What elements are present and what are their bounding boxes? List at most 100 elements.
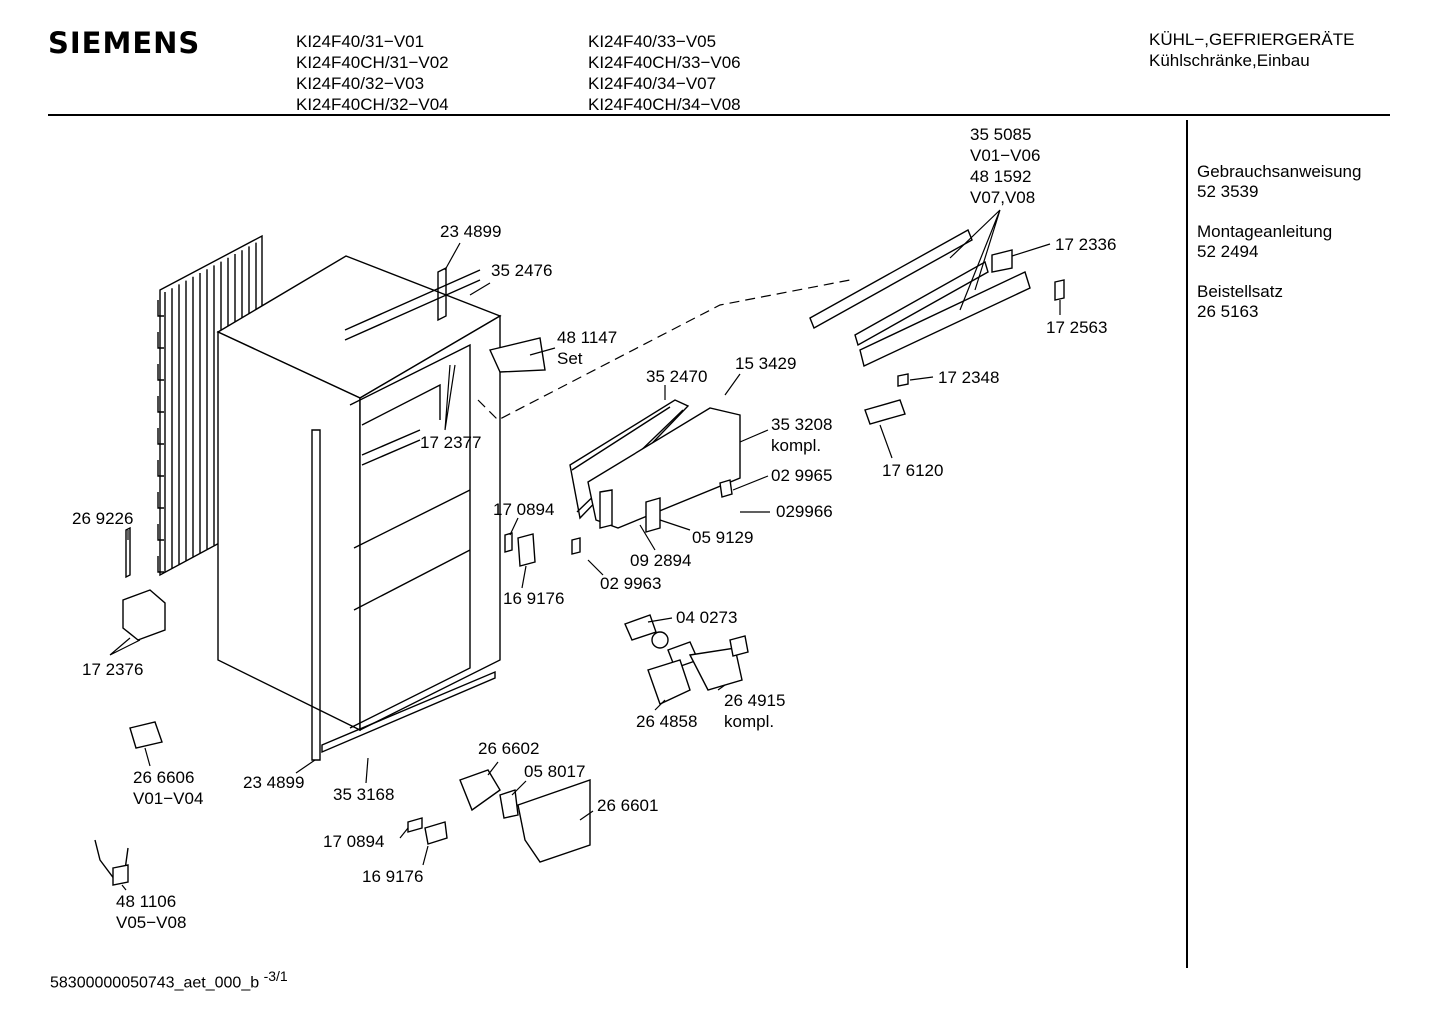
doc-number: 52 2494	[1197, 242, 1259, 261]
rail-illustration	[809, 229, 1065, 425]
part-number-label: 35 3168	[333, 785, 394, 804]
part-number-line: Set	[557, 349, 583, 368]
cabinet-illustration	[216, 255, 502, 761]
leader-lines	[109, 209, 1061, 891]
part-number-label: 17 2336	[1055, 235, 1116, 254]
part-number-line: 17 2348	[938, 368, 999, 387]
part-number-label: 17 2377	[420, 433, 481, 452]
part-number-label: 05 9129	[692, 528, 753, 547]
part-number-label: 26 4858	[636, 712, 697, 731]
part-number-line: 48 1592	[970, 167, 1031, 186]
category-title: KÜHL−,GEFRIERGERÄTE	[1149, 30, 1355, 49]
part-number-label: 26 4915 kompl.	[724, 691, 785, 731]
doc-number: 26 5163	[1197, 302, 1259, 321]
part-number-line: 35 2476	[491, 261, 552, 280]
part-number-line: 16 9176	[503, 589, 564, 608]
part-number-line: 09 2894	[630, 551, 691, 570]
doc-entry-installation: Montageanleitung 52 2494	[1197, 222, 1332, 262]
part-number-line: 16 9176	[362, 867, 423, 886]
part-number-label: 15 3429	[735, 354, 796, 373]
part-number-line: 35 5085	[970, 125, 1031, 144]
sidebar-divider	[1186, 120, 1188, 968]
part-number-line: 48 1106	[116, 892, 176, 911]
doc-entry-manual: Gebrauchsanweisung 52 3539	[1197, 162, 1361, 202]
part-number-line: kompl.	[724, 712, 774, 731]
part-number-line: 48 1147	[557, 328, 617, 347]
part-number-line: 02 9965	[771, 466, 832, 485]
drawing-code: 58300000050743_aet_000_b	[50, 974, 260, 992]
door-illustration	[569, 399, 741, 533]
model-list-col2: KI24F40/33−V05 KI24F40CH/33−V06 KI24F40/…	[588, 31, 741, 115]
part-number-line: 26 6602	[478, 739, 539, 758]
part-number-line: 26 6606	[133, 768, 194, 787]
part-number-line: 15 3429	[735, 354, 796, 373]
footer-code: 58300000050743_aet_000_b -3/1	[50, 968, 288, 992]
part-number-label: 17 2563	[1046, 318, 1107, 337]
part-number-line: V01−V06	[970, 146, 1040, 165]
part-number-label: 17 6120	[882, 461, 943, 480]
model-item: KI24F40/32−V03	[296, 74, 425, 93]
part-number-label: 17 2348	[938, 368, 999, 387]
doc-title: Montageanleitung	[1197, 222, 1333, 241]
part-number-line: 17 6120	[882, 461, 943, 480]
doc-title: Beistellsatz	[1197, 282, 1283, 301]
part-number-label: 029966	[776, 502, 833, 521]
part-number-label: 16 9176	[503, 589, 564, 608]
part-number-line: 05 9129	[692, 528, 753, 547]
part-number-line: 17 0894	[493, 500, 554, 519]
part-number-label: 23 4899	[243, 773, 304, 792]
part-number-line: 02 9963	[600, 574, 661, 593]
small-parts-illustration	[94, 337, 749, 886]
part-number-label: 26 6602	[478, 739, 539, 758]
part-number-label: 35 2470	[646, 367, 707, 386]
part-number-line: V01−V04	[133, 789, 203, 808]
part-number-label: 02 9965	[771, 466, 832, 485]
model-item: KI24F40CH/31−V02	[296, 53, 449, 72]
part-number-line: V07,V08	[970, 188, 1035, 207]
model-item: KI24F40/31−V01	[296, 32, 425, 51]
model-item: KI24F40/34−V07	[588, 74, 717, 93]
part-number-label: 26 9226	[72, 509, 133, 528]
part-number-line: 17 2376	[82, 660, 143, 679]
part-number-line: 26 6601	[597, 796, 658, 815]
part-number-label: 35 3208 kompl.	[771, 415, 832, 455]
header-divider	[48, 114, 1390, 116]
part-number-line: 26 9226	[72, 509, 133, 528]
model-item: KI24F40/33−V05	[588, 32, 717, 51]
brand-logo: SIEMENS	[48, 26, 201, 60]
part-number-line: 17 2336	[1055, 235, 1116, 254]
part-number-line: 26 4915	[724, 691, 785, 710]
part-number-label: 26 6601	[597, 796, 658, 815]
page-number: -3/1	[263, 968, 288, 984]
part-number-line: 35 2470	[646, 367, 707, 386]
part-number-line: 05 8017	[524, 762, 585, 781]
part-number-line: 029966	[776, 502, 833, 521]
category-subtitle: Kühlschränke,Einbau	[1149, 51, 1310, 70]
doc-title: Gebrauchsanweisung	[1197, 162, 1362, 181]
part-number-label: 04 0273	[676, 608, 737, 627]
part-number-label: 17 0894	[493, 500, 554, 519]
part-number-label: 35 2476	[491, 261, 552, 280]
doc-number: 52 3539	[1197, 182, 1259, 201]
part-number-line: kompl.	[771, 436, 821, 455]
part-number-label: 16 9176	[362, 867, 423, 886]
part-number-line: 26 4858	[636, 712, 697, 731]
part-number-label: 09 2894	[630, 551, 691, 570]
part-number-line: 17 2563	[1046, 318, 1107, 337]
part-number-line: 35 3168	[333, 785, 394, 804]
doc-entry-kit: Beistellsatz 26 5163	[1197, 282, 1283, 322]
part-number-line: V05−V08	[116, 913, 186, 932]
part-number-line: 04 0273	[676, 608, 737, 627]
model-item: KI24F40CH/34−V08	[588, 95, 741, 114]
part-number-line: 35 3208	[771, 415, 832, 434]
part-number-label: 17 0894	[323, 832, 384, 851]
part-number-label: 17 2376	[82, 660, 143, 679]
part-number-label: 23 4899	[440, 222, 501, 241]
model-item: KI24F40CH/32−V04	[296, 95, 449, 114]
